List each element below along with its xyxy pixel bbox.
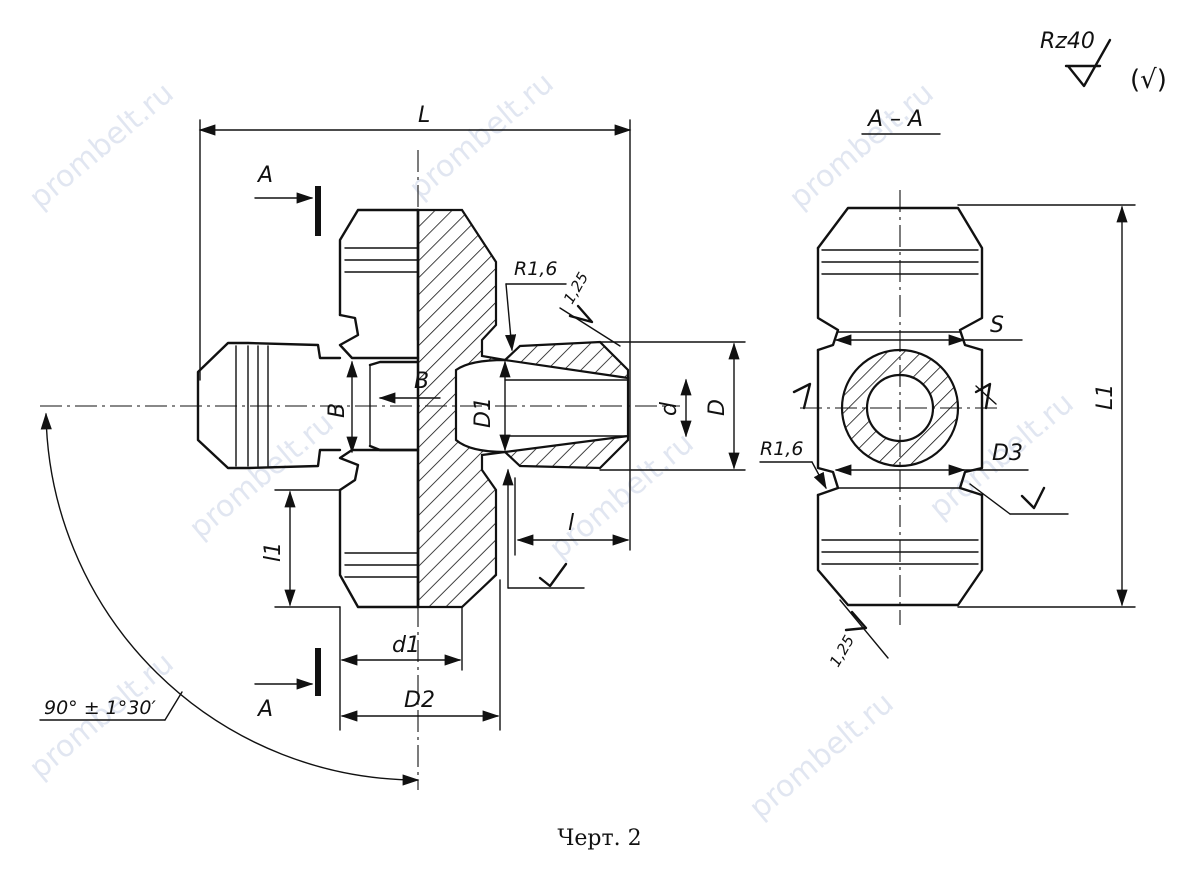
dim-d1: d1	[392, 633, 420, 658]
section-title: A – A	[866, 107, 923, 132]
label-B-arrow: B	[414, 369, 429, 394]
section-mark-a-bottom: A	[256, 697, 273, 722]
roughness-125-top: 1,25	[560, 269, 592, 307]
watermark: prombelt.ru	[403, 66, 561, 206]
watermark: prombelt.ru	[23, 76, 181, 216]
dim-d: d	[657, 401, 682, 416]
roughness-value: Rz40	[1040, 29, 1095, 54]
dim-S: S	[990, 313, 1004, 338]
dim-D3: D3	[992, 441, 1023, 466]
radius-label-side: R1,6	[760, 438, 803, 460]
roughness-125-bottom: 1,25	[826, 632, 858, 670]
dim-D2: D2	[404, 688, 435, 713]
section-mark-a-top: A	[256, 163, 273, 188]
main-view: L A A	[39, 103, 746, 790]
dim-D: D	[705, 399, 730, 416]
watermark: prombelt.ru	[783, 76, 941, 216]
angle-label: 90° ± 1°30′	[44, 697, 156, 719]
watermark: prombelt.ru	[183, 406, 341, 546]
dim-B: B	[325, 403, 350, 418]
dim-l: l	[568, 511, 574, 536]
dim-L: L	[418, 103, 430, 128]
dim-L1: L1	[1093, 384, 1118, 410]
roughness-paren: (√)	[1130, 65, 1167, 95]
dim-D1: D1	[471, 397, 496, 428]
surface-roughness-mark: Rz40 (√)	[1040, 29, 1167, 95]
section-view: A – A L1 S D3	[759, 107, 1136, 670]
figure-caption: Черт. 2	[557, 826, 642, 851]
watermark: prombelt.ru	[743, 686, 901, 826]
radius-label-top: R1,6	[514, 258, 557, 280]
dim-l1: l1	[261, 542, 286, 562]
